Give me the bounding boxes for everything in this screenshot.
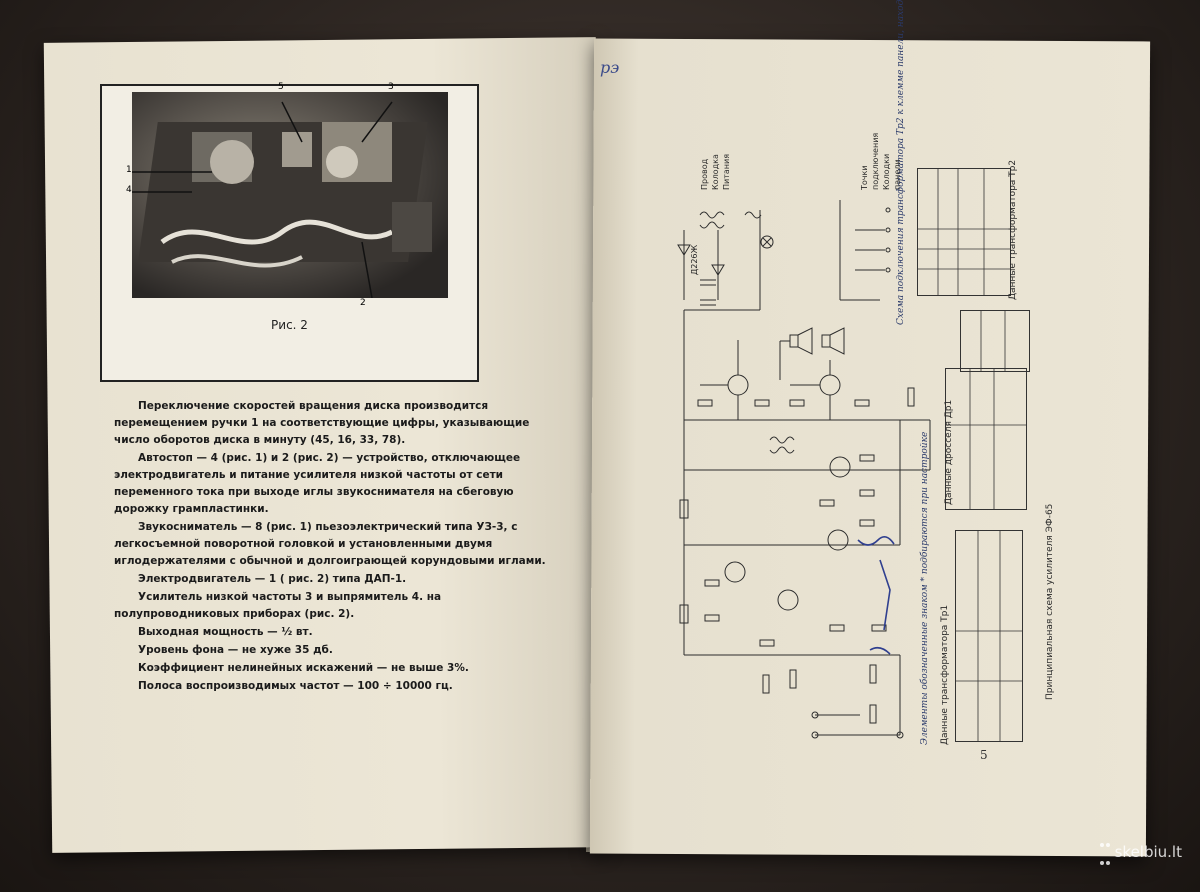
figure-caption: Рис. 2 [271,318,308,332]
transformer-tr2-title: Данные трансформатора Тр2 [1008,159,1018,300]
watermark-text: skelbiu.lt [1114,843,1182,861]
label-wire: Провод [700,158,709,190]
callout-2: 2 [360,298,366,308]
choke-data-table-grid [946,369,1026,509]
elements-note: Элементы обозначенные знаком * подбирают… [920,431,930,745]
choke-table-title: Данные дросселя Др1 [944,399,954,505]
spec-distortion: Коэффициент нелинейных искажений — не вы… [138,662,469,674]
label-points: Точки [860,165,869,190]
transformer-tr2-table-grid [918,169,1010,295]
paragraph-speed: Переключение скоростей вращения диска пр… [114,400,530,446]
figure-frame: 5 3 1 4 2 Рис. 2 [100,82,479,382]
choke-table [960,310,1030,372]
handwritten-corner-mark: рэ [600,58,620,77]
paragraph-pickup: Звукосниматель — 8 (рис. 1) пьезоэлектри… [114,521,546,567]
callout-5: 5 [278,82,284,92]
device-photo [132,92,448,298]
callout-3: 3 [388,82,394,92]
page-number: 5 [980,748,988,762]
left-page-text: Переключение скоростей вращения диска пр… [114,398,550,696]
transformer-tr1-table-grid [956,531,1022,741]
label-block: Колодка [711,154,720,190]
spec-frequency-range: Полоса воспроизводимых частот — 100 ÷ 10… [138,680,453,692]
label-panel: панели [893,159,902,190]
schematic-title: Принципиальная схема усилителя ЭФ-65 [1045,503,1055,700]
paragraph-amplifier: Усилитель низкой частоты 3 и выпрямитель… [114,591,442,620]
label-diode: Д226Ж [690,244,699,275]
spec-noise-level: Уровень фона — не хуже 35 дб. [138,644,333,656]
choke-data-table [945,368,1027,510]
label-power: Питания [722,153,731,190]
paragraph-autostop: Автостоп — 4 (рис. 1) и 2 (рис. 2) — уст… [114,452,521,515]
callout-4: 4 [126,185,132,195]
callout-1: 1 [126,165,132,175]
label-connection: подключения [871,132,880,190]
label-blocks: Колодки [882,153,891,190]
transformer-tr1-table [955,530,1023,742]
device-photo-drawing [132,101,432,298]
transformer-tr1-title: Данные трансформатора Тр1 [940,604,950,745]
spec-output-power: Выходная мощность — ½ вт. [138,626,313,638]
transformer-tr2-table [917,168,1011,296]
watermark-logo-icon [1099,834,1111,870]
paragraph-motor: Электродвигатель — 1 ( рис. 2) типа ДАП-… [138,573,407,585]
choke-table-grid [980,311,1006,371]
watermark: skelbiu.lt [1099,834,1182,870]
